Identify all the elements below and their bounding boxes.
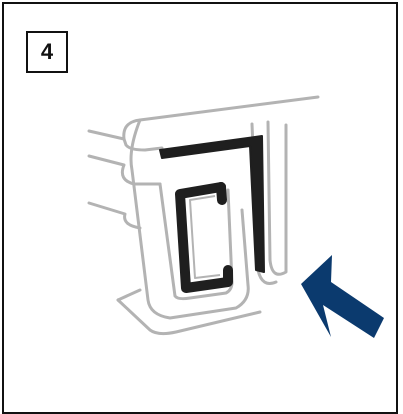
top-rail-line bbox=[87, 95, 320, 141]
step-number-box: 4 bbox=[26, 31, 68, 73]
l-bracket bbox=[159, 135, 265, 273]
c-clip-inner-edge bbox=[189, 195, 221, 279]
assembly-illustration bbox=[87, 95, 384, 338]
push-arrow-icon bbox=[301, 255, 384, 338]
bottom-ledge-corner bbox=[116, 288, 142, 302]
rail-outline bbox=[87, 95, 320, 336]
instruction-panel: 4 bbox=[2, 2, 398, 414]
c-clip-top-tip bbox=[216, 182, 227, 205]
middle-rail-line bbox=[87, 154, 162, 186]
step-number: 4 bbox=[40, 39, 54, 64]
push-arrow-shape bbox=[301, 255, 384, 338]
bottom-ledge bbox=[116, 298, 262, 336]
lower-rail-line bbox=[87, 201, 142, 230]
panel-profile bbox=[129, 118, 250, 320]
vertical-slot bbox=[266, 120, 288, 276]
c-clip-highlight bbox=[189, 195, 221, 279]
c-clip-body bbox=[175, 182, 233, 293]
top-rail-lip bbox=[122, 137, 164, 152]
c-clip bbox=[175, 182, 233, 293]
l-bracket-shape bbox=[159, 135, 265, 273]
